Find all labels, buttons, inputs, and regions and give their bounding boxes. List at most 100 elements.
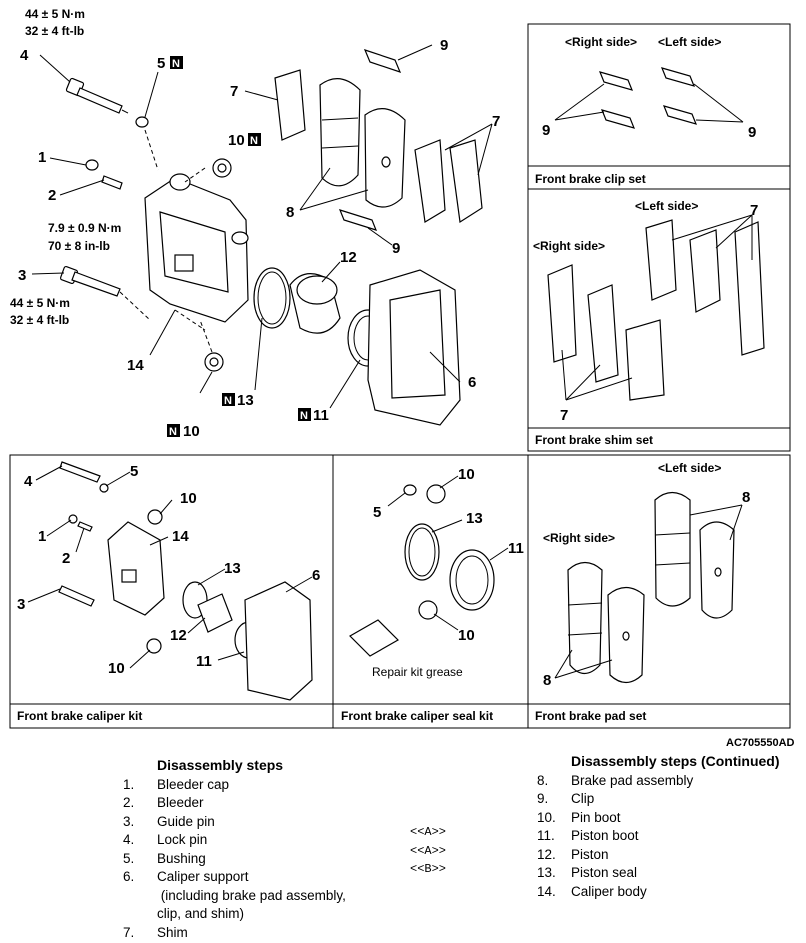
steps-right-title: Disassembly steps (Continued): [571, 753, 780, 769]
callout-13: 13: [237, 392, 254, 409]
right-step-row: 11.Piston boot: [537, 827, 780, 846]
callout-10a: 10: [228, 132, 245, 149]
clip-set-panel: <Right side> <Left side> 9 9 Front brake…: [535, 35, 756, 186]
step-number: 7.: [123, 924, 135, 940]
svg-text:N: N: [172, 58, 180, 70]
callout-9a: 9: [440, 37, 448, 54]
shim-callout-7b: 7: [560, 407, 568, 424]
callout-2: 2: [48, 187, 56, 204]
torque-guide-pin-nm: 44 ± 5 N·m: [10, 296, 70, 310]
kit-callout-10b: 10: [108, 660, 125, 677]
clip-callout-9a: 9: [542, 122, 550, 139]
kit-callout-14: 14: [172, 528, 189, 545]
shim-left-side-label: <Left side>: [635, 199, 698, 213]
disassembly-steps-right: Disassembly steps (Continued) 8. Brake pa…: [537, 753, 780, 901]
step-number: 11.: [537, 828, 555, 844]
callout-5: 5: [157, 55, 165, 72]
kit-callout-12: 12: [170, 627, 187, 644]
left-step-row: 3.Guide pin: [123, 812, 346, 831]
main-exploded-view: 44 ± 5 N·m 32 ± 4 ft-lb 7.9 ± 0.9 N·m 70…: [10, 7, 500, 440]
caliper-kit-panel: 4 5 10 1 14 2 13 6 3 12 10 11 Front brak…: [17, 461, 320, 723]
svg-text:N: N: [224, 395, 232, 407]
right-step-row: 9. Clip: [537, 790, 780, 809]
kit-callout-4: 4: [24, 473, 33, 490]
step-text: Clip: [571, 791, 595, 807]
step-number: 9.: [537, 791, 549, 807]
step-reference: <<A>>: [410, 825, 447, 839]
step-number: 4.: [123, 832, 135, 848]
step-text: Pin boot: [571, 809, 621, 825]
callout-14: 14: [127, 357, 144, 374]
pad-callout-8b: 8: [543, 672, 551, 689]
seal-kit-panel: 10 5 13 11 10 Repair kit grease Front br…: [341, 466, 524, 723]
svg-text:N: N: [250, 135, 258, 147]
pad-left-side-label: <Left side>: [658, 461, 721, 475]
step-reference: <<A>>: [410, 843, 447, 858]
callout-3: 3: [18, 267, 26, 284]
shim-right-side-label: <Right side>: [533, 239, 605, 253]
callout-11: 11: [313, 407, 329, 424]
seal-callout-10b: 10: [458, 627, 475, 644]
step-number: 6.: [123, 869, 135, 885]
torque-lock-pin-nm: 44 ± 5 N·m: [25, 7, 85, 21]
callout-12: 12: [340, 249, 357, 266]
clip-parts-main: [338, 44, 433, 246]
step-number: 8.: [537, 772, 549, 788]
seal-kit-caption: Front brake caliper seal kit: [341, 709, 493, 723]
steps-left-title: Disassembly steps: [157, 757, 284, 773]
step-text: Bushing: [157, 850, 206, 866]
torque-guide-pin-ftlb: 32 ± 4 ft-lb: [10, 313, 69, 327]
callout-8: 8: [286, 204, 294, 221]
step-text: Guide pin: [157, 813, 215, 829]
shim-parts-main: [244, 69, 493, 224]
callout-10b: 10: [183, 423, 200, 440]
kit-callout-6: 6: [312, 567, 320, 584]
clip-set-caption: Front brake clip set: [535, 172, 646, 186]
pad-set-caption: Front brake pad set: [535, 709, 646, 723]
kit-callout-10a: 10: [180, 490, 197, 507]
step-number: 5.: [123, 850, 135, 866]
step-text: Piston seal: [571, 865, 638, 881]
kit-callout-13: 13: [224, 560, 241, 577]
callout-4: 4: [20, 47, 29, 64]
step-text: clip, and shim): [157, 906, 245, 922]
right-step-row: 10. Pin boot: [537, 808, 780, 827]
piston-parts-main: [253, 261, 389, 409]
clip-right-side-label: <Right side>: [565, 35, 637, 49]
svg-text:N: N: [300, 410, 308, 422]
seal-callout-10a: 10: [458, 466, 475, 483]
left-step-row: 2.Bleeder: [123, 794, 346, 813]
torque-bleeder-inlb: 70 ± 8 in-lb: [48, 239, 110, 253]
step-reference-column: <<A>><<A>><<B>>: [410, 825, 446, 881]
kit-callout-1: 1: [38, 528, 46, 545]
seal-callout-11: 11: [508, 540, 524, 557]
pad-parts-main: [299, 78, 406, 211]
right-step-row: 14.Caliper body: [537, 882, 780, 901]
seal-callout-13: 13: [466, 510, 483, 527]
left-step-row: (including brake pad assembly,: [123, 886, 346, 905]
kit-callout-3: 3: [17, 596, 25, 613]
torque-bleeder-nm: 7.9 ± 0.9 N·m: [48, 221, 121, 235]
right-step-row: 8. Brake pad assembly: [537, 771, 780, 790]
left-step-row: 1.Bleeder cap: [123, 775, 346, 794]
step-number: 10.: [537, 809, 556, 825]
left-step-row: 7. Shim: [123, 923, 346, 942]
shim-set-caption: Front brake shim set: [535, 433, 653, 447]
clip-callout-9b: 9: [748, 124, 756, 141]
shim-callout-7a: 7: [750, 202, 758, 219]
callout-7a: 7: [230, 83, 238, 100]
caliper-kit-caption: Front brake caliper kit: [17, 709, 142, 723]
callout-9b: 9: [392, 240, 400, 257]
right-step-row: 13.Piston seal: [537, 864, 780, 883]
caliper-support-part: [367, 269, 461, 426]
step-text: Brake pad assembly: [571, 772, 694, 788]
step-text: Shim: [157, 924, 188, 940]
kit-callout-5: 5: [130, 463, 138, 480]
step-number: 2.: [123, 795, 135, 811]
kit-callout-11: 11: [196, 653, 212, 670]
callout-6: 6: [468, 374, 476, 391]
callout-7b: 7: [492, 113, 500, 130]
left-step-row: 6.Caliper support: [123, 868, 346, 887]
pad-callout-8a: 8: [742, 489, 750, 506]
step-number: 1.: [123, 776, 135, 792]
